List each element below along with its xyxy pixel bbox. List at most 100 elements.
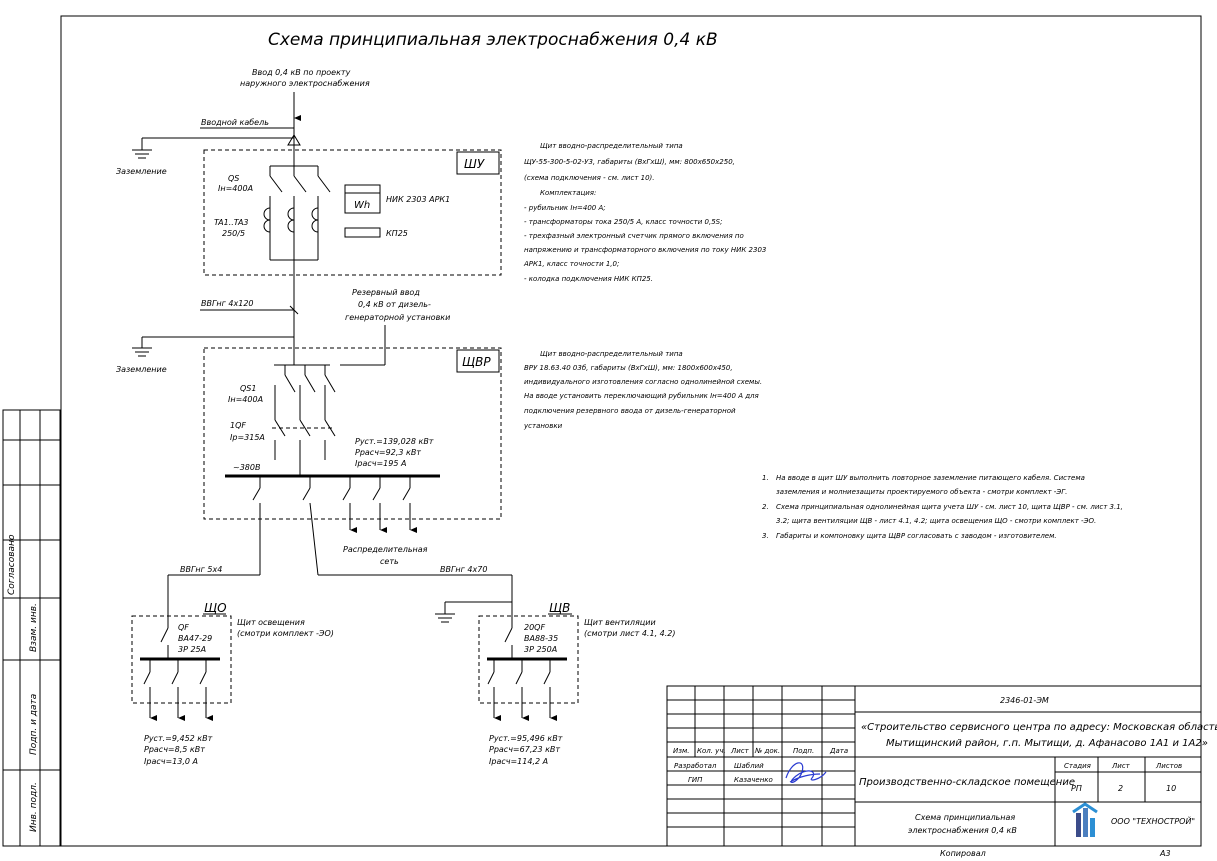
- svg-text:АРК1, класс точности 1,0;: АРК1, класс точности 1,0;: [523, 260, 619, 268]
- svg-text:Кол. уч.: Кол. уч.: [697, 747, 726, 755]
- shvr-description: Щит вводно-распределительный типа ВРУ 18…: [523, 350, 762, 430]
- svg-text:Габариты и компоновку щита ЩВР: Габариты и компоновку щита ЩВР согласова…: [776, 532, 1057, 540]
- sho-p-calc: Ррасч=8,5 кВт: [144, 745, 205, 754]
- sho-p-inst: Руст.=9,452 кВт: [144, 734, 213, 743]
- page-title: Схема принципиальная электроснабжения 0,…: [268, 30, 718, 50]
- input-line1: Ввод 0,4 кВ по проекту: [252, 68, 351, 77]
- shvr-feeders: [252, 476, 417, 576]
- gip-name: Казаченко: [734, 776, 773, 784]
- sheet-title-line1: Схема принципиальная: [915, 813, 1015, 822]
- shvr-qs-rating: Iн=400А: [228, 395, 263, 404]
- general-notes: 1. На вводе в щит ШУ выполнить повторное…: [762, 474, 1123, 540]
- svg-text:- колодка подключения НИК КП25: - колодка подключения НИК КП25.: [524, 275, 653, 283]
- input-line2: наружного электроснабжения: [240, 79, 370, 88]
- svg-text:- трехфазный электронный сч: - трехфазный электронный счетчик прямого…: [524, 232, 744, 240]
- sho-breaker-rating: 3Р 25А: [178, 645, 206, 654]
- shv-p-calc: Ррасч=67,23 кВт: [489, 745, 560, 754]
- svg-text:Лист: Лист: [730, 747, 750, 755]
- meter-model: НИК 2303 АРК1: [386, 195, 450, 204]
- svg-text:ЩУ-55-300-5-02-У3, габариты: ЩУ-55-300-5-02-У3, габариты (ВхГхШ), мм:…: [524, 158, 735, 166]
- sho-feeders: [143, 659, 213, 721]
- shvr-p-inst: Руст.=139,028 кВт: [355, 437, 434, 446]
- svg-text:- трансформаторы тока 250/5 А: - трансформаторы тока 250/5 А, класс точ…: [524, 218, 722, 226]
- panel-shu: [203, 149, 502, 276]
- drawing-frame: [2, 15, 1202, 847]
- svg-text:- рубильник Iн=400 А;: - рубильник Iн=400 А;: [524, 204, 606, 212]
- title-block: [666, 685, 1202, 847]
- svg-text:генераторной установки: генераторной установки: [345, 313, 450, 322]
- shv-breaker-model: ВА88-35: [524, 634, 558, 643]
- terminal-block: [344, 227, 381, 238]
- dev-name: Шаблий: [734, 762, 764, 770]
- reserve-input-label: Резервный ввод 0,4 кВ от дизель- генерат…: [345, 288, 450, 322]
- svg-text:Щит вводно-распределительный т: Щит вводно-распределительный типа: [540, 350, 683, 358]
- input-cable-label: Вводной кабель: [201, 118, 269, 127]
- svg-text:Комплектация:: Комплектация:: [540, 189, 596, 197]
- main-cable-label: ВВГнг 4х120: [201, 299, 254, 308]
- shu-qs-name: QS: [228, 174, 239, 183]
- shv-desc-line1: Щит вентиляции: [584, 618, 656, 627]
- svg-text:установки: установки: [523, 422, 563, 430]
- svg-text:заземления и молниезащиты прое: заземления и молниезащиты проектируемого…: [776, 488, 1067, 496]
- panel-shv-tag: ЩВ: [549, 601, 570, 615]
- shv-breaker-rating: 3Р 250А: [524, 645, 557, 654]
- svg-text:На вводе установить переклю: На вводе установить переключающий рубиль…: [524, 392, 759, 400]
- svg-text:3.: 3.: [762, 532, 769, 540]
- svg-text:№ док.: № док.: [754, 747, 780, 755]
- shv-breaker-name: 20QF: [524, 623, 545, 632]
- distribution-line1: Распределительная: [343, 545, 428, 554]
- title-block-headers: Изм. Кол. уч. Лист № док. Подп. Дата: [673, 747, 848, 755]
- svg-text:2.: 2.: [762, 503, 769, 511]
- svg-text:Щит вводно-распределительный т: Щит вводно-распределительный типа: [540, 142, 683, 150]
- panel-shv: [478, 615, 579, 704]
- shvr-bus-voltage: ~380В: [233, 463, 260, 472]
- shvr-sw-rating: Iр=315А: [230, 433, 265, 442]
- stage-value: РП: [1071, 784, 1082, 793]
- shvr-sw-name: 1QF: [230, 421, 246, 430]
- cable-shv-label: ВВГнг 4х70: [440, 565, 487, 574]
- shu-description: Щит вводно-распределительный типа ЩУ-55-…: [523, 142, 766, 283]
- panel-shu-tag: ШУ: [464, 157, 485, 171]
- svg-text:1.: 1.: [762, 474, 769, 482]
- panel-shvr-tag: ЩВР: [462, 355, 491, 369]
- svg-text:индивидуального изготовления с: индивидуального изготовления согласно од…: [524, 378, 762, 386]
- ground-symbol-1: [132, 137, 294, 159]
- sheets-label: Листов: [1155, 762, 1182, 770]
- signature-mark: [785, 762, 827, 783]
- shvr-qs-name: QS1: [240, 384, 256, 393]
- stamp-sign-date: Подп. и дата: [29, 694, 39, 755]
- sho-breaker-model: ВА47-29: [178, 634, 212, 643]
- sho-desc-line1: Щит освещения: [237, 618, 305, 627]
- panel-shvr-tag-box: [456, 349, 500, 373]
- svg-text:Изм.: Изм.: [673, 747, 689, 755]
- doc-code: 2346-01-ЭМ: [1000, 696, 1049, 705]
- shu-switch: [269, 165, 331, 261]
- stamp-inv-orig: Инв. подл.: [29, 782, 39, 832]
- project-line1: «Строительство сервисного центра по адре…: [861, 721, 1217, 733]
- ground-symbol-2: [132, 336, 294, 357]
- side-stamp: Согласовано Взам. инв. Подп. и дата Инв.…: [7, 534, 39, 832]
- shu-current-transformers: [263, 207, 319, 233]
- terminal-block-label: КП25: [386, 229, 408, 238]
- meter-symbol: Wh: [354, 200, 370, 211]
- panel-shvr: [203, 347, 502, 520]
- svg-text:Схема принципиальная однолиней: Схема принципиальная однолинейная щита у…: [776, 503, 1123, 511]
- svg-text:Резервный ввод: Резервный ввод: [352, 288, 420, 297]
- cable-sho-label: ВВГнг 5х4: [180, 565, 222, 574]
- building-name: Производственно-складское помещение: [859, 777, 1075, 788]
- stage-label: Стадия: [1064, 762, 1091, 770]
- svg-text:ВРУ 18.63.40 03б, габариты: ВРУ 18.63.40 03б, габариты (ВхГхШ), мм: …: [524, 364, 733, 372]
- sheet-title-line2: электроснабжения 0,4 кВ: [908, 826, 1017, 835]
- panel-sho: [131, 615, 232, 704]
- sheets-value: 10: [1166, 784, 1176, 793]
- svg-text:подключения резервного ввода: подключения резервного ввода от дизель-г…: [524, 407, 736, 415]
- shv-feeders: [487, 659, 557, 721]
- stamp-inv-replace: Взам. инв.: [29, 603, 39, 652]
- sho-i-calc: Iрасч=13,0 А: [144, 757, 198, 766]
- shvr-i-calc: Iрасч=195 А: [355, 459, 406, 468]
- svg-text:(схема подключения - см. лист: (схема подключения - см. лист 10).: [524, 174, 655, 182]
- svg-text:Подп.: Подп.: [793, 747, 814, 755]
- ground-label-2: Заземление: [116, 365, 167, 374]
- shu-qs-rating: Iн=400А: [218, 184, 253, 193]
